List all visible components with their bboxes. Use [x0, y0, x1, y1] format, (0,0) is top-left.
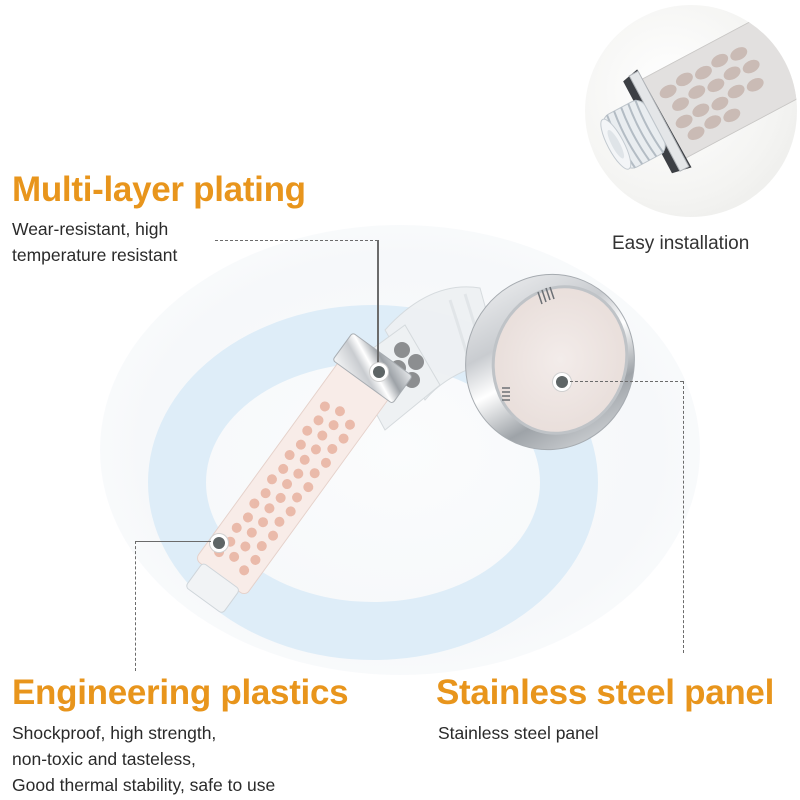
shower-head-illustration: [186, 273, 635, 613]
threaded-connector-illustration: [600, 5, 797, 174]
panel-callout-marker: [553, 373, 571, 391]
plating-callout-stem: [377, 240, 379, 368]
plastics-description-line-1: Shockproof, high strength,: [12, 723, 217, 743]
panel-title: Stainless steel panel: [436, 673, 775, 712]
installation-caption: Easy installation: [612, 233, 750, 254]
plating-callout-line: [215, 240, 378, 241]
plastics-callout-marker: [210, 534, 228, 552]
plating-callout-marker: [370, 363, 388, 381]
plating-title: Multi-layer plating: [12, 170, 306, 209]
panel-callout-line: [570, 381, 683, 382]
panel-callout-stem: [683, 381, 684, 653]
plastics-title: Engineering plastics: [12, 673, 349, 712]
plastics-callout-stem: [135, 541, 136, 671]
plastics-description-line-2: non-toxic and tasteless,: [12, 749, 196, 769]
installation-detail-image: [585, 5, 797, 217]
panel-description-line-1: Stainless steel panel: [438, 723, 599, 743]
plating-description-line-1: Wear-resistant, high: [12, 219, 169, 239]
plastics-description-line-3: Good thermal stability, safe to use: [12, 775, 276, 795]
plastics-callout-line: [135, 541, 211, 542]
plating-description-line-2: temperature resistant: [12, 245, 178, 265]
